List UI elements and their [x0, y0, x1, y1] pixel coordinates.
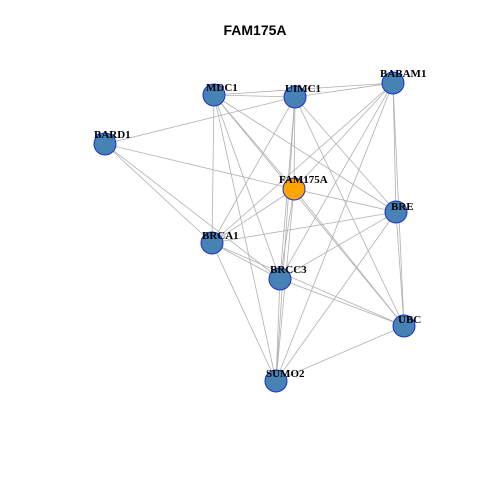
- node-brcc3: [268, 267, 292, 291]
- node-label-sumo2: SUMO2: [266, 368, 305, 380]
- edge-bre-ubc: [395, 211, 405, 327]
- edge-mdc1-brcc3: [213, 94, 281, 280]
- node-label-bard1: BARD1: [94, 129, 131, 141]
- edge-uimc1-ubc: [294, 96, 405, 327]
- edge-bre-brca1: [211, 211, 397, 244]
- edge-bre-brcc3: [279, 211, 397, 280]
- node-layer: [93, 71, 416, 393]
- node-brca1: [200, 231, 224, 255]
- edge-mdc1-babam1: [213, 82, 394, 96]
- edge-babam1-bre: [392, 82, 397, 213]
- node-bard1: [93, 132, 117, 156]
- edge-mdc1-sumo2: [213, 94, 277, 382]
- node-mdc1: [202, 83, 226, 107]
- node-label-uimc1: UIMC1: [285, 83, 321, 95]
- edge-bard1-brca1: [104, 143, 213, 244]
- node-fam175a: [282, 177, 306, 201]
- node-label-brcc3: BRCC3: [270, 264, 307, 276]
- edge-babam1-sumo2: [275, 82, 394, 382]
- node-label-brca1: BRCA1: [202, 230, 239, 242]
- node-sumo2: [264, 369, 288, 393]
- edge-uimc1-bard1: [104, 96, 296, 145]
- edge-bard1-fam175a: [104, 143, 295, 190]
- edge-mdc1-bre: [213, 94, 397, 213]
- edge-brca1-brcc3: [211, 242, 281, 280]
- edge-ubc-sumo2: [275, 325, 405, 382]
- edge-fam175a-brcc3: [279, 188, 295, 280]
- edge-babam1-fam175a: [293, 82, 394, 190]
- edge-uimc1-sumo2: [275, 96, 296, 382]
- edge-babam1-brca1: [211, 82, 394, 244]
- edge-brca1-ubc: [211, 242, 405, 327]
- node-ubc: [392, 314, 416, 338]
- node-babam1: [381, 71, 405, 95]
- edge-uimc1-brca1: [211, 96, 296, 244]
- edge-brca1-sumo2: [211, 242, 277, 382]
- edge-brcc3-ubc: [279, 278, 405, 327]
- edge-fam175a-ubc: [293, 188, 405, 327]
- edge-mdc1-uimc1: [213, 94, 296, 98]
- node-label-bre: BRE: [391, 201, 414, 213]
- diagram-title: FAM175A: [223, 22, 286, 38]
- edge-layer: [104, 82, 405, 382]
- node-label-babam1: BABAM1: [380, 68, 426, 80]
- edge-uimc1-fam175a: [293, 96, 296, 190]
- edge-uimc1-bre: [294, 96, 397, 213]
- node-uimc1: [283, 85, 307, 109]
- node-label-fam175a: FAM175A: [279, 174, 328, 186]
- edge-mdc1-brca1: [211, 94, 215, 244]
- edge-fam175a-bre: [293, 188, 397, 213]
- edge-mdc1-ubc: [213, 94, 405, 327]
- edge-bard1-brcc3: [104, 143, 281, 280]
- edge-babam1-brcc3: [279, 82, 394, 280]
- edge-brcc3-sumo2: [275, 278, 281, 382]
- node-bre: [384, 200, 408, 224]
- node-label-mdc1: MDC1: [206, 82, 238, 94]
- edge-uimc1-babam1: [294, 82, 394, 98]
- node-label-ubc: UBC: [398, 314, 421, 326]
- edge-fam175a-brca1: [211, 188, 295, 244]
